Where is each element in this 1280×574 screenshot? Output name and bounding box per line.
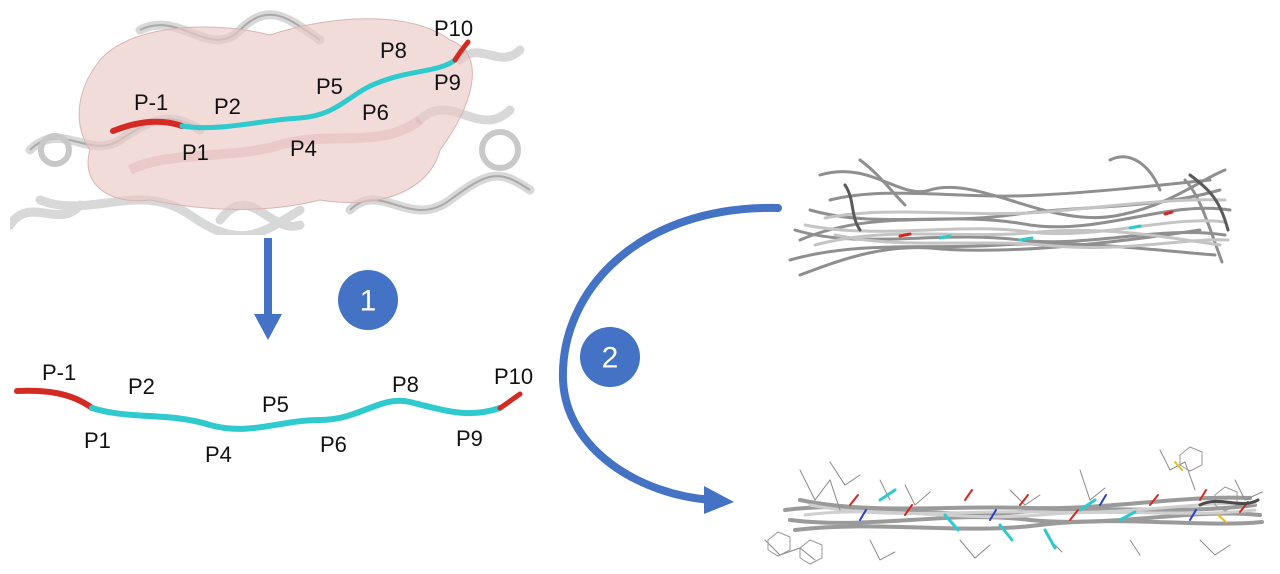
peptide-red-start <box>110 118 185 134</box>
isolated-red-start <box>14 387 95 411</box>
bottom-label-p-1: P-1 <box>42 360 76 385</box>
top-label-p1: P1 <box>182 140 209 165</box>
top-label-p8: P8 <box>380 38 407 63</box>
top-label-p5: P5 <box>316 74 343 99</box>
top-label-p-1: P-1 <box>134 90 168 115</box>
bottom-label-p8: P8 <box>392 372 419 397</box>
bottom-label-p5: P5 <box>262 392 289 417</box>
top-label-p6: P6 <box>362 100 389 125</box>
arrow-step-2 <box>558 203 782 514</box>
bottom-label-p1: P1 <box>84 428 111 453</box>
top-position-labels: P-1 P1 P2 P4 P5 P6 P8 P9 P10 <box>134 16 473 165</box>
protein-complex-panel <box>10 10 535 235</box>
step-2-number: 2 <box>602 342 619 375</box>
arrow-step-1 <box>254 238 282 340</box>
bottom-label-p10: P10 <box>494 364 533 389</box>
step-1-number: 1 <box>360 285 377 318</box>
bottom-label-p2: P2 <box>128 374 155 399</box>
bottom-label-p4: P4 <box>205 442 232 467</box>
backbone-ensemble <box>788 155 1232 277</box>
bottom-position-labels: P-1 P1 P2 P4 P5 P6 P8 P9 P10 <box>42 360 533 467</box>
step-2-badge: 2 <box>580 327 640 387</box>
top-label-p2: P2 <box>214 94 241 119</box>
isolated-peptide <box>14 387 523 432</box>
isolated-cyan-core <box>89 397 503 432</box>
peptide-cyan-core <box>179 57 458 131</box>
bottom-label-p9: P9 <box>456 426 483 451</box>
bottom-label-p6: P6 <box>320 432 347 457</box>
isolated-red-end <box>497 391 523 411</box>
binding-surface <box>78 18 473 210</box>
top-label-p9: P9 <box>434 70 461 95</box>
peptide-red-end <box>452 39 471 63</box>
stick-ensemble <box>764 446 1264 565</box>
top-label-p4: P4 <box>290 136 317 161</box>
step-1-badge: 1 <box>338 270 398 330</box>
top-label-p10: P10 <box>434 16 473 41</box>
